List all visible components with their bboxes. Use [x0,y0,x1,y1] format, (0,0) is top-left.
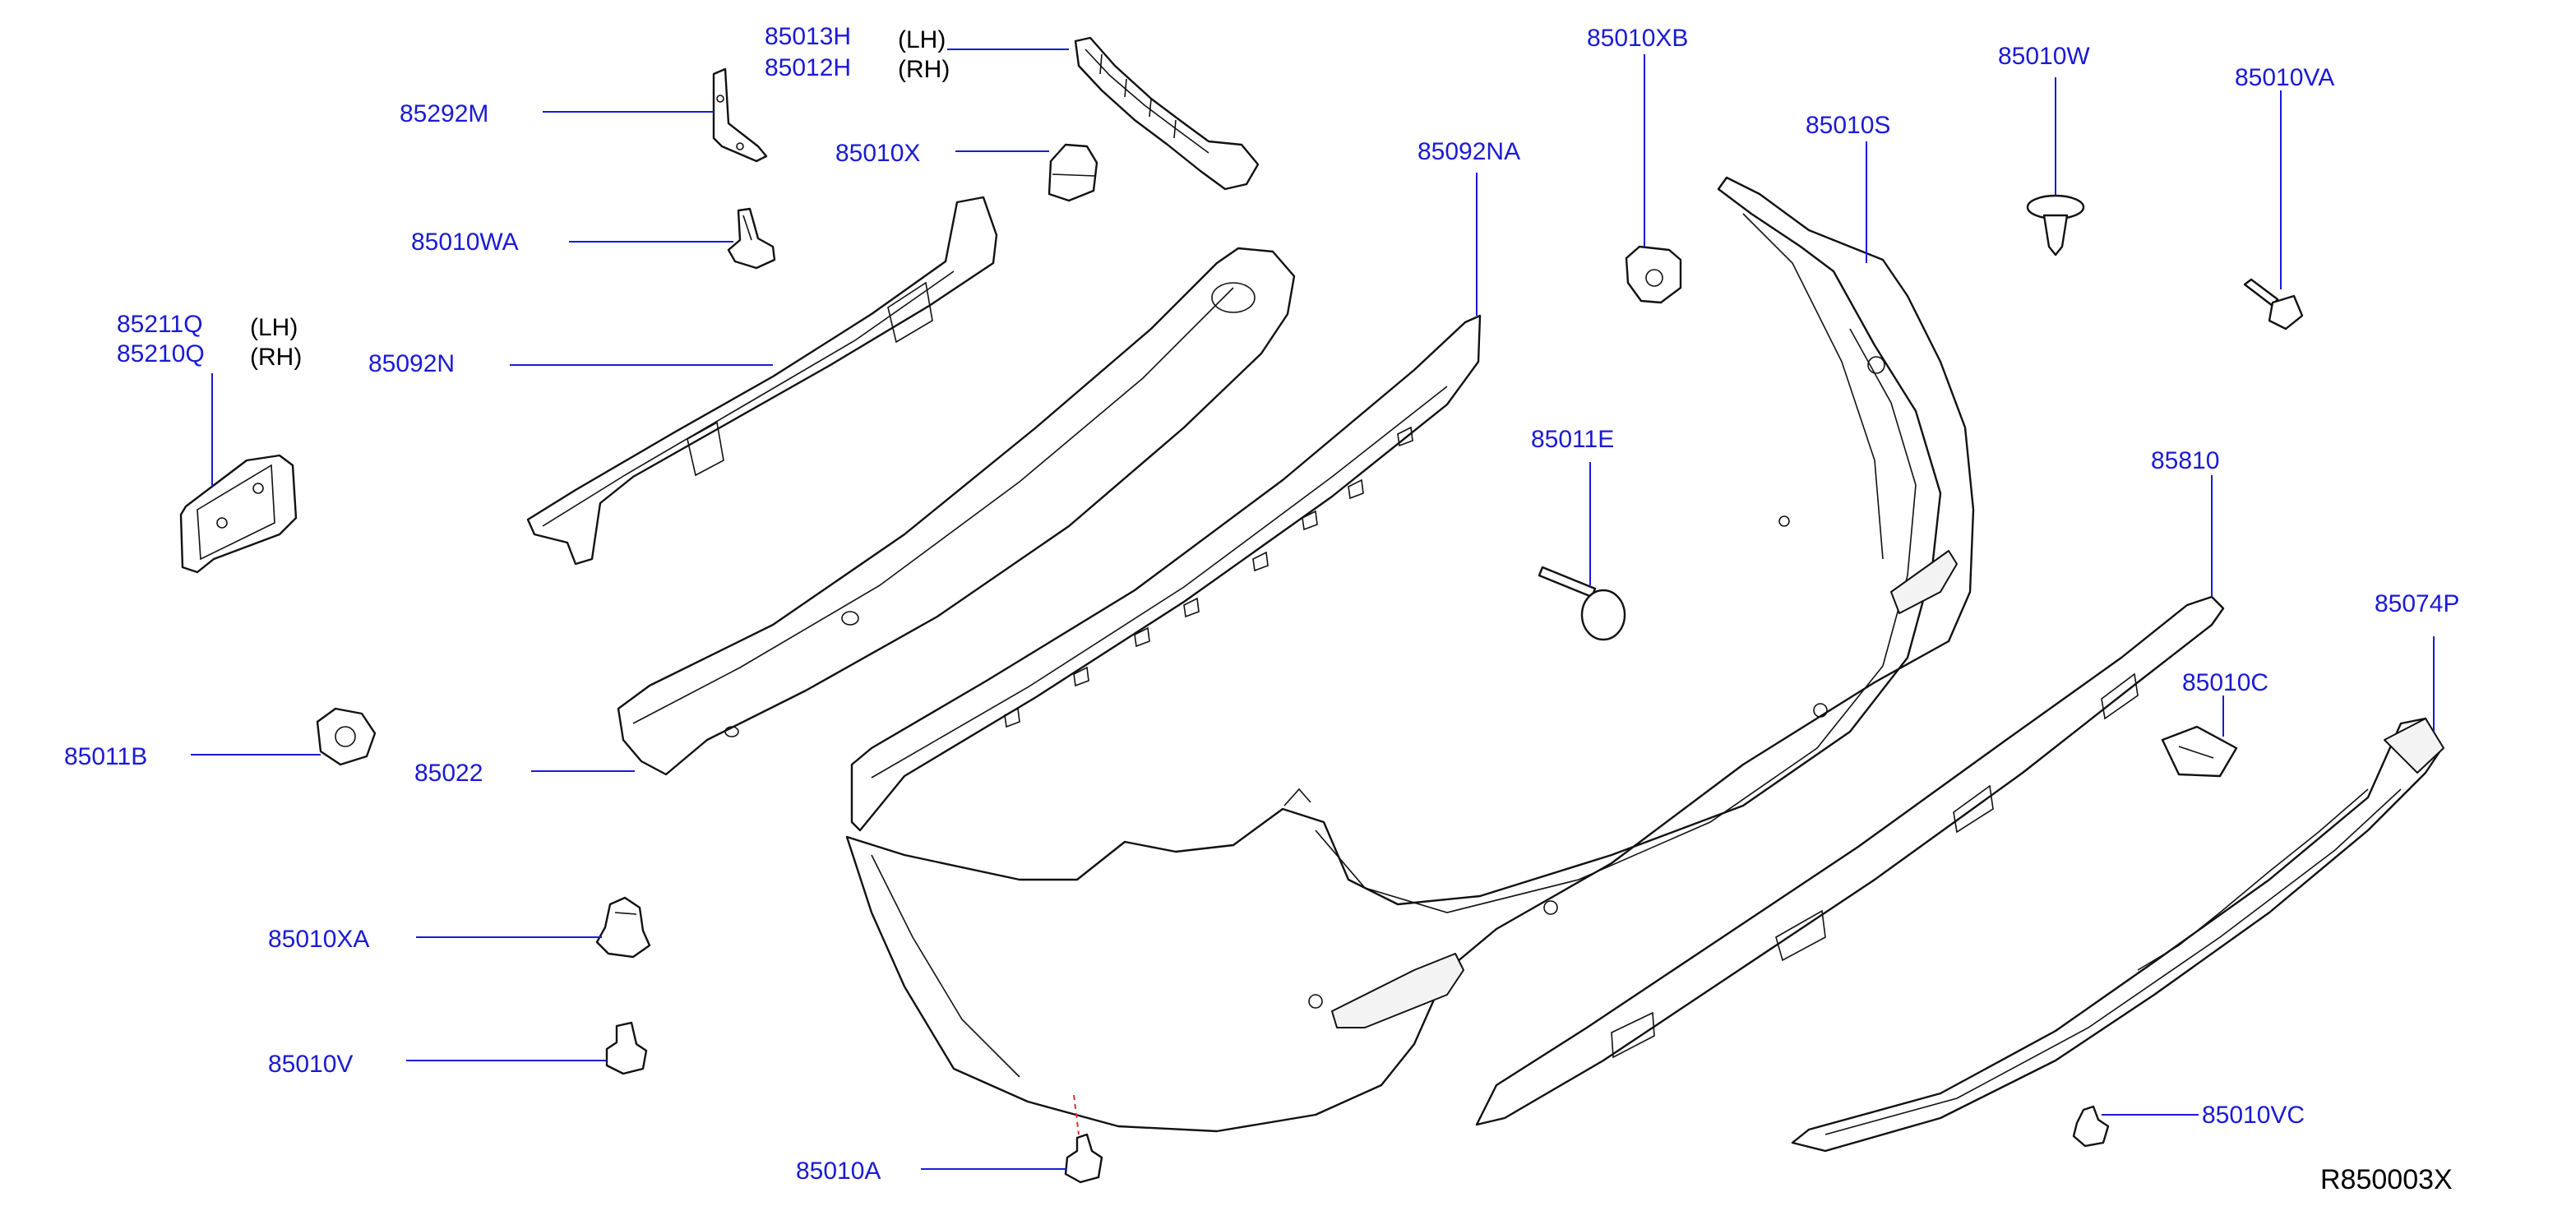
callout-85013h[interactable]: 85013H [765,23,851,50]
callout-85012h-side: (RH) [898,56,950,83]
pin-85011e-drawing [1538,566,1626,641]
callout-85210q-side: (RH) [250,344,302,371]
bumper-fascia-drawing [845,176,1975,1133]
leader-lines [191,49,2435,1170]
callout-85022[interactable]: 85022 [414,760,483,787]
callout-85010s[interactable]: 85010S [1806,112,1890,139]
callout-85210q[interactable]: 85210Q [117,340,205,367]
callout-85012h[interactable]: 85012H [765,54,851,81]
callout-labels: 85013H (LH) 85012H (RH) 85292M 85010X 85… [64,23,2459,1185]
callout-85211q[interactable]: 85211Q [117,311,203,338]
callout-85010wa[interactable]: 85010WA [411,229,519,256]
diagram-reference-code: R850003X [2320,1164,2453,1195]
callout-85010a[interactable]: 85010A [796,1158,881,1185]
callout-85013h-side: (LH) [898,26,946,53]
clip-85010wa-drawing [727,207,776,270]
clip-85010a-drawing [1064,1133,1103,1184]
bracket-85211q-drawing [179,454,298,574]
callout-85010xb[interactable]: 85010XB [1587,25,1688,52]
bracket-85092na-drawing [850,314,1482,832]
rivet-85010w-drawing [2026,194,2085,256]
callout-85011e[interactable]: 85011E [1531,426,1614,453]
callout-85010xa[interactable]: 85010XA [268,926,369,953]
molding-85810-drawing [1475,595,2225,1126]
callout-85010vc[interactable]: 85010VC [2202,1102,2305,1129]
callout-85010w[interactable]: 85010W [1998,43,2090,70]
bracket-85292m-drawing [712,67,768,163]
callout-85010va[interactable]: 85010VA [2235,64,2334,91]
callout-85092na[interactable]: 85092NA [1417,138,1520,165]
callout-85092n[interactable]: 85092N [368,350,455,377]
callout-85010x[interactable]: 85010X [835,140,920,167]
callout-85292m[interactable]: 85292M [400,100,488,127]
reinforcement-85022-drawing [617,247,1296,776]
bolt-85010va-drawing [2243,278,2304,330]
callout-85011b[interactable]: 85011B [64,743,147,770]
clip-85010c-drawing [2161,725,2238,778]
clip-85010x-drawing [1048,143,1098,202]
bracket-85013h-drawing [1074,36,1260,191]
nut-85011b-drawing [316,707,377,766]
absorber-85092n-drawing [526,196,998,566]
splash-85074p-drawing [1791,717,2444,1153]
callout-85211q-side: (LH) [250,314,298,341]
callout-85074p[interactable]: 85074P [2375,590,2459,617]
clip-85010xb-drawing [1625,245,1682,304]
clip-85010vc-drawing [2072,1105,2110,1148]
callout-85810[interactable]: 85810 [2151,447,2219,474]
callout-85010c[interactable]: 85010C [2182,669,2268,696]
callout-85010v[interactable]: 85010V [268,1051,353,1078]
bolt-85010v-drawing [605,1021,648,1075]
clip-85010xa-drawing [595,896,651,959]
